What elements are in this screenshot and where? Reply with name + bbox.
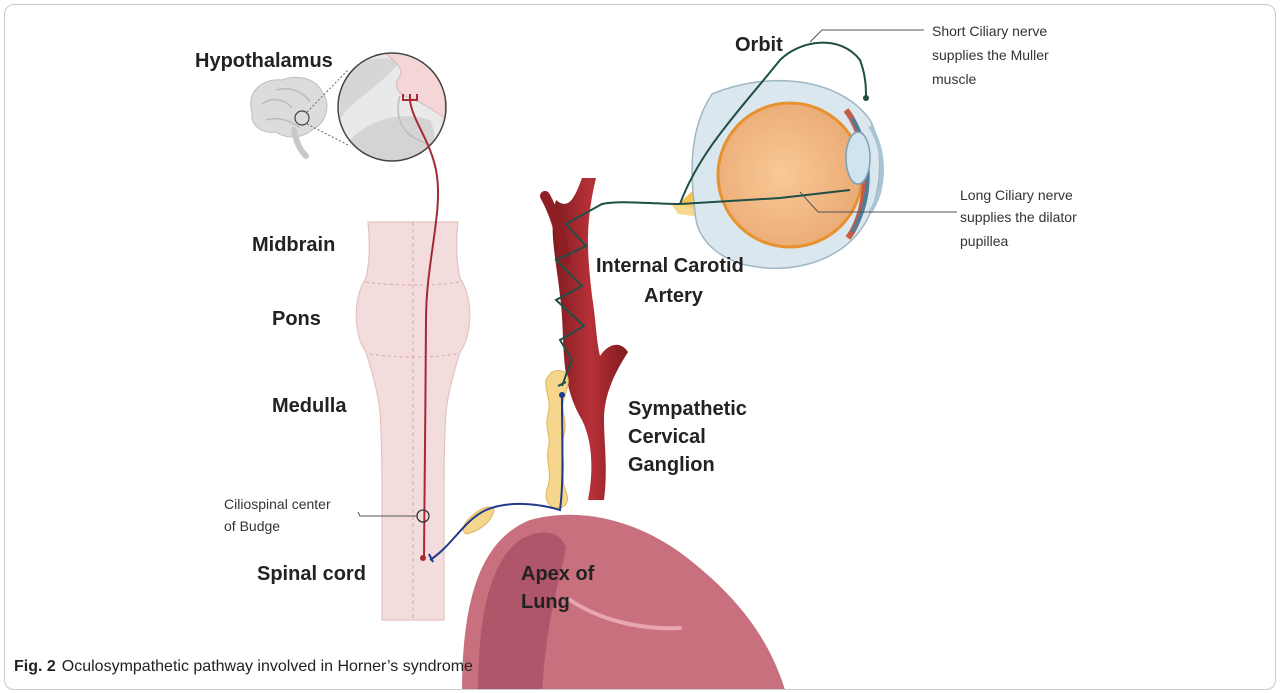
label-short-ciliary-line2: supplies the Muller: [932, 47, 1049, 63]
label-orbit: Orbit: [735, 34, 783, 56]
caption-text: Oculosympathetic pathway involved in Hor…: [62, 658, 473, 675]
brainstem: [356, 222, 470, 620]
label-sympathetic-line2: Cervical: [628, 426, 706, 448]
label-long-ciliary-line3: pupillea: [960, 233, 1008, 249]
label-pons: Pons: [272, 308, 321, 330]
label-midbrain: Midbrain: [252, 234, 335, 256]
label-long-ciliary-line1: Long Ciliary nerve: [960, 187, 1073, 203]
label-short-ciliary-line3: muscle: [932, 71, 977, 87]
label-spinal-cord: Spinal cord: [257, 563, 366, 585]
label-apex-line1: Apex of: [521, 563, 595, 585]
figure-caption: Fig. 2 Oculosympathetic pathway involved …: [14, 658, 473, 676]
label-internal-carotid-line1: Internal Carotid: [596, 255, 744, 277]
label-ciliospinal-line2: of Budge: [224, 518, 280, 534]
label-apex-line2: Lung: [521, 591, 570, 613]
figure-number: Fig. 2: [14, 658, 56, 675]
cervical-ganglion: [463, 371, 568, 535]
label-ciliospinal-line1: Ciliospinal center: [224, 496, 331, 512]
brain-icon: [251, 70, 350, 156]
label-short-ciliary-line1: Short Ciliary nerve: [932, 23, 1047, 39]
label-medulla: Medulla: [272, 395, 347, 417]
label-long-ciliary-line2: supplies the dilator: [960, 209, 1077, 225]
eye: [672, 81, 882, 269]
label-hypothalamus: Hypothalamus: [195, 50, 333, 72]
label-sympathetic-line3: Ganglion: [628, 454, 715, 476]
label-sympathetic-line1: Sympathetic: [628, 398, 747, 420]
label-internal-carotid-line2: Artery: [644, 285, 704, 307]
lung-apex: [462, 515, 786, 693]
